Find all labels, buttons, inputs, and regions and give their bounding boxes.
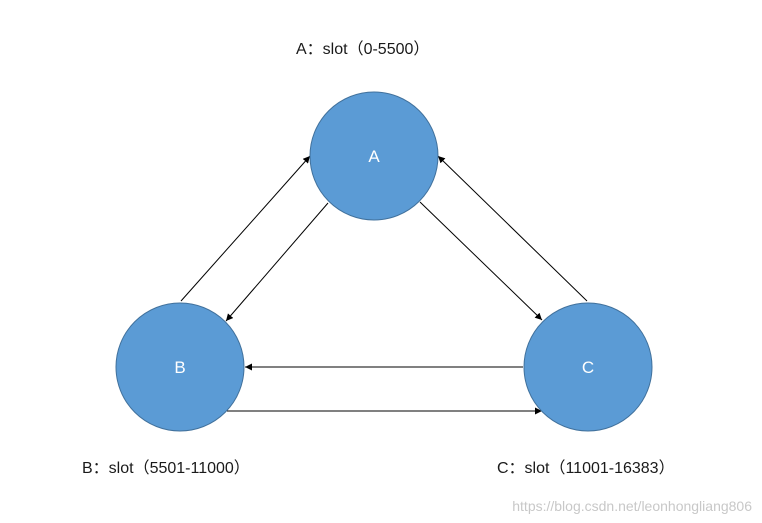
edge-a-to-c [419,201,543,321]
node-c: C [523,302,653,432]
node-b-label: B [174,358,185,377]
slot-label-c: C：slot（11001-16383） [497,459,675,477]
node-b-circle [115,302,245,432]
slot-label-a: A：slot（0-5500） [296,40,429,58]
node-c-circle [523,302,653,432]
node-a-label: A [368,147,380,166]
node-c-label: C [582,358,594,377]
slot-label-b: B：slot（5501-11000） [82,459,250,477]
watermark-text: https://blog.csdn.net/leonhongliang806 [512,498,752,514]
node-a: A [309,91,439,221]
edge-c-to-a [437,155,588,302]
edge-a-to-b [225,202,329,322]
edge-b-to-a [180,155,311,302]
node-b: B [115,302,245,432]
node-a-circle [309,91,439,221]
